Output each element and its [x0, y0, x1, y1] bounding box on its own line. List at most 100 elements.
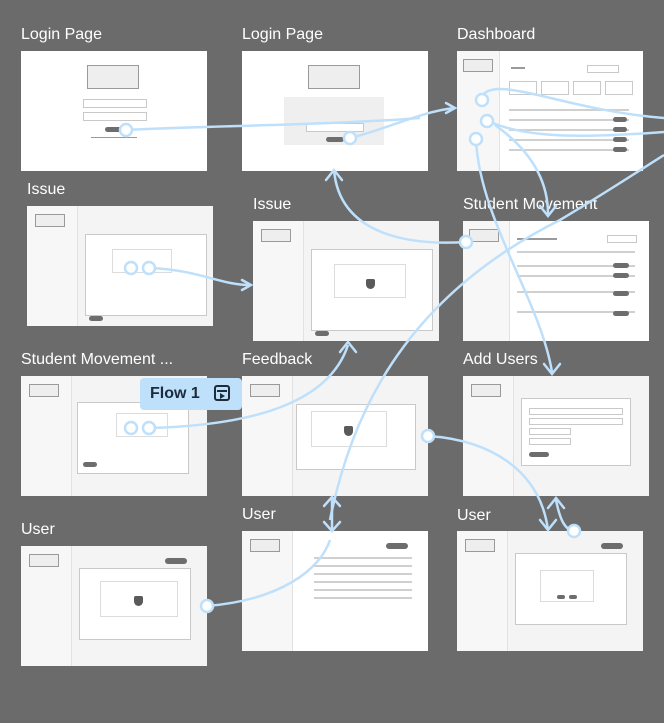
table-row: [314, 581, 412, 583]
table-row: [509, 129, 629, 131]
table-row: [509, 119, 629, 121]
frame-feedback[interactable]: [242, 376, 428, 496]
row-action[interactable]: [613, 117, 627, 122]
arrow-head: [546, 495, 566, 510]
page-title: [517, 238, 557, 240]
logo-placeholder: [29, 384, 59, 397]
table-row: [314, 573, 412, 575]
login-button[interactable]: [105, 127, 123, 132]
frame-title-issue-2: Issue: [253, 196, 292, 213]
shield-check-icon: [344, 426, 353, 436]
forgot-link[interactable]: [91, 137, 137, 138]
form-field[interactable]: [529, 408, 623, 415]
flow-label: Flow 1: [150, 385, 200, 402]
logo-placeholder: [469, 229, 499, 242]
row-action[interactable]: [613, 273, 629, 278]
logo-placeholder: [250, 539, 280, 552]
page-title: [511, 67, 525, 69]
search-box[interactable]: [587, 65, 619, 73]
arrow-head: [322, 520, 342, 533]
frame-title-user-3: User: [457, 507, 491, 524]
table-row: [517, 251, 635, 253]
add-user-button[interactable]: [601, 543, 623, 549]
play-frame-icon[interactable]: [214, 385, 230, 401]
frame-title-login-1: Login Page: [21, 26, 102, 43]
confirm-button[interactable]: [557, 595, 565, 599]
table-row: [314, 597, 412, 599]
form-field[interactable]: [529, 418, 623, 425]
frame-user-2[interactable]: [242, 531, 428, 651]
frame-title-feedback: Feedback: [242, 351, 313, 368]
row-action[interactable]: [613, 311, 629, 316]
frame-user-3[interactable]: [457, 531, 643, 651]
arrow-head: [240, 278, 254, 292]
table-row: [509, 149, 629, 151]
logo-placeholder: [35, 214, 65, 227]
issue-card: [85, 234, 207, 316]
otp-field[interactable]: [306, 123, 364, 132]
arrow-head: [324, 167, 344, 182]
table-row: [314, 565, 412, 567]
table-row: [314, 589, 412, 591]
arrow-head: [542, 362, 562, 377]
row-action[interactable]: [613, 127, 627, 132]
flow-badge[interactable]: Flow 1: [140, 378, 242, 410]
confirm-modal: [117, 414, 167, 436]
frame-title-user-2: User: [242, 506, 276, 523]
logo-placeholder: [463, 59, 493, 72]
filter-box[interactable]: [607, 235, 637, 243]
arrow-head: [444, 101, 458, 115]
frame-user-1[interactable]: [21, 546, 207, 666]
add-user-button[interactable]: [529, 452, 549, 457]
frame-title-student-movement-2: Student Movement ...: [21, 351, 174, 368]
frame-title-issue-1: Issue: [27, 181, 66, 198]
row-action[interactable]: [613, 291, 629, 296]
frame-title-student-movement: Student Movement: [463, 196, 598, 213]
frame-issue-1[interactable]: [27, 206, 213, 326]
logo-placeholder: [308, 65, 360, 89]
submit-button[interactable]: [89, 316, 103, 321]
stat-card: [605, 81, 633, 95]
row-action[interactable]: [613, 147, 627, 152]
confirm-modal: [113, 250, 171, 272]
save-button[interactable]: [83, 462, 97, 467]
frame-login-2[interactable]: [242, 51, 428, 171]
logo-placeholder: [465, 539, 495, 552]
password-field[interactable]: [83, 112, 147, 121]
row-action[interactable]: [613, 137, 627, 142]
table-row: [509, 109, 629, 111]
frame-student-movement[interactable]: [463, 221, 649, 341]
frame-issue-2[interactable]: [253, 221, 439, 341]
logo-placeholder: [29, 554, 59, 567]
add-user-button[interactable]: [386, 543, 408, 549]
stat-card: [509, 81, 537, 95]
logo-placeholder: [261, 229, 291, 242]
arrow-head: [538, 518, 558, 533]
logo-placeholder: [250, 384, 280, 397]
logo-placeholder: [471, 384, 501, 397]
frame-title-login-2: Login Page: [242, 26, 323, 43]
table-row: [314, 557, 412, 559]
row-action[interactable]: [613, 263, 629, 268]
shield-check-icon: [366, 279, 375, 289]
frame-login-1[interactable]: [21, 51, 207, 171]
delete-confirm-modal: [541, 571, 593, 601]
add-user-button[interactable]: [165, 558, 187, 564]
frame-title-dashboard: Dashboard: [457, 26, 536, 43]
verify-button[interactable]: [326, 137, 344, 142]
stat-card: [541, 81, 569, 95]
form-field[interactable]: [529, 438, 571, 445]
frame-dashboard[interactable]: [457, 51, 643, 171]
logo-placeholder: [87, 65, 139, 89]
shield-check-icon: [134, 596, 143, 606]
table-row: [509, 139, 629, 141]
arrow-head: [322, 495, 342, 508]
arrow-head: [338, 339, 358, 354]
frame-add-users[interactable]: [463, 376, 649, 496]
cancel-button[interactable]: [569, 595, 577, 599]
stat-card: [573, 81, 601, 95]
submit-button[interactable]: [315, 331, 329, 336]
connector-user3-loop: [554, 499, 575, 533]
form-field[interactable]: [529, 428, 571, 435]
email-field[interactable]: [83, 99, 147, 108]
